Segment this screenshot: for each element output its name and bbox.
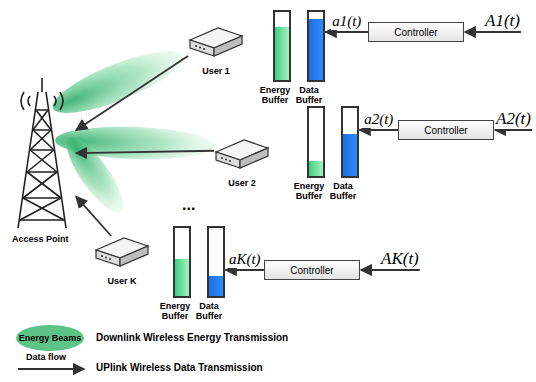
router-icon (188, 26, 244, 58)
legend-swatch-outline (13, 325, 88, 351)
energy-buffer: Energy Buffer (166, 226, 197, 321)
arrow (76, 196, 111, 236)
arrow (76, 56, 188, 130)
buffer-bar (173, 226, 191, 298)
arrival-arrow (465, 31, 521, 33)
buffer-label: Energy Buffer (287, 181, 331, 201)
tower-area (4, 78, 76, 228)
rate-label: aK(t) (228, 251, 262, 268)
buffer-bar (207, 226, 225, 298)
data-buffer: Data Buffer (334, 106, 365, 201)
arrival-arrow (361, 269, 420, 271)
controller-box: Controller (398, 120, 494, 140)
arrow (326, 31, 369, 33)
data-buffer: Data Buffer (200, 226, 231, 321)
energy-beams (46, 39, 215, 220)
buffer-label: Data Buffer (321, 181, 365, 201)
router-icon (94, 236, 150, 268)
arrival-arrow (495, 129, 532, 131)
controller-box: Controller (368, 22, 464, 42)
tower (18, 78, 66, 228)
controller-label: Controller (424, 125, 467, 136)
legend-arrow (18, 368, 84, 370)
arrival-label: AK(t) (380, 249, 420, 269)
legend-sample-label: Data flow (26, 352, 66, 362)
arrow (226, 269, 265, 271)
user-device: User 1 (188, 26, 244, 76)
buffer-level (275, 27, 289, 80)
buffer-bar (307, 106, 325, 178)
buffer-label: Data Buffer (187, 301, 231, 321)
energy-buffer: Energy Buffer (266, 10, 297, 105)
buffer-label: Energy Buffer (253, 85, 297, 105)
access-point: Access Point (4, 78, 76, 244)
ellipsis: ... (182, 196, 195, 214)
buffer-level (309, 19, 323, 80)
legend-text: UPlink Wireless Data Transmission (96, 362, 263, 373)
arrow (76, 151, 214, 153)
energy-buffer: Energy Buffer (300, 106, 331, 201)
buffer-bar (307, 10, 325, 82)
legend-text: Downlink Wireless Energy Transmission (96, 332, 288, 343)
buffer-bar (341, 106, 359, 178)
buffer-label: Data Buffer (287, 85, 331, 105)
legend-swatch (16, 325, 84, 351)
controller-label: Controller (394, 27, 437, 38)
user-label: User 2 (214, 178, 270, 188)
buffer-level (343, 134, 357, 176)
rate-label: a1(t) (331, 13, 362, 30)
data-buffer: Data Buffer (300, 10, 331, 105)
arrow (360, 129, 399, 131)
buffer-level (209, 276, 223, 296)
arrival-label: A2(t) (495, 109, 532, 129)
user-device: User 2 (214, 138, 270, 188)
rate-label: a2(t) (363, 111, 394, 128)
user-device: User K (94, 236, 150, 286)
buffer-label: Energy Buffer (153, 301, 197, 321)
user-label: User K (94, 276, 150, 286)
user-label: User 1 (188, 66, 244, 76)
buffer-level (175, 259, 189, 296)
router-icon (214, 138, 270, 170)
buffer-level (309, 161, 323, 176)
ap-label: Access Point (12, 234, 76, 244)
buffer-bar (273, 10, 291, 82)
arrival-label: A1(t) (484, 11, 521, 31)
controller-box: Controller (264, 260, 360, 280)
legend-sample-label: Energy Beams (19, 333, 82, 343)
controller-label: Controller (290, 265, 333, 276)
